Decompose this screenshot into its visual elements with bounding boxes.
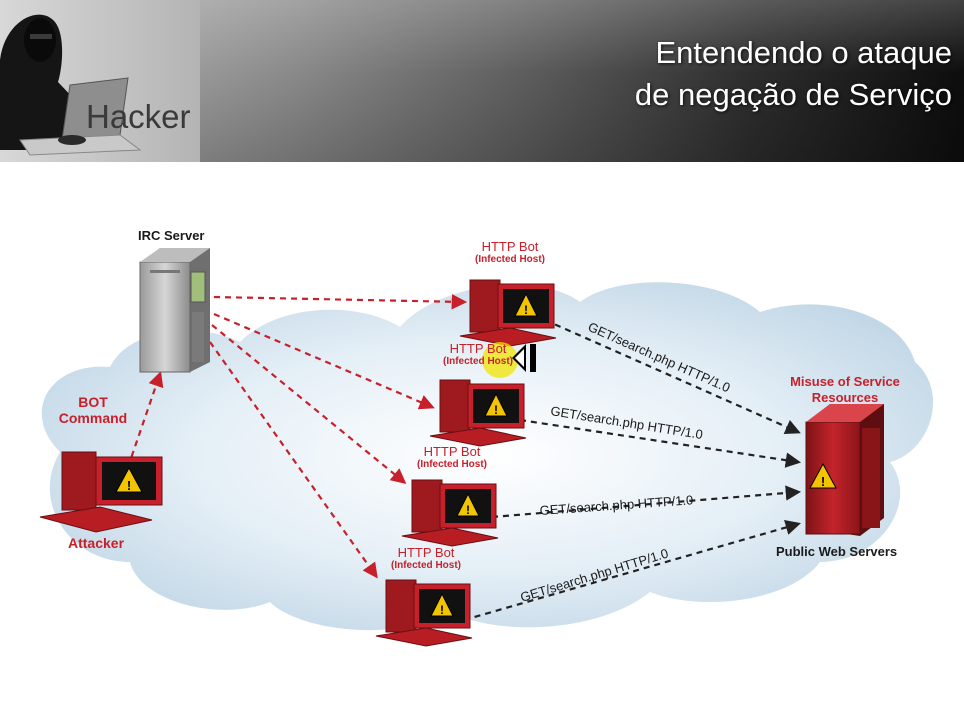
bot4-to-web-arrow: [463, 520, 801, 622]
attacker-computer-icon: !: [39, 451, 163, 533]
request-arrows: [463, 318, 802, 622]
irc-to-bot1-arrow: [213, 294, 468, 310]
bot-label-1: HTTP Bot (Infected Host): [450, 240, 570, 266]
bot-command-line-1: BOT: [78, 394, 108, 410]
hacker-head: [24, 18, 56, 62]
bot-label-3: HTTP Bot (Infected Host): [392, 445, 512, 471]
svg-text:!: !: [466, 503, 470, 517]
bot-name-1: HTTP Bot: [481, 239, 539, 254]
cursor-icon: [512, 344, 536, 372]
slide-title: Entendendo o ataque de negação de Serviç…: [432, 32, 952, 116]
bot-computer-icon-1: !: [459, 279, 557, 347]
irc-to-bot4-arrow: [209, 341, 378, 579]
hacker-hand: [58, 135, 86, 145]
irc-to-bot3-arrow: [211, 324, 407, 484]
svg-text:!: !: [440, 603, 444, 617]
attacker-label: Attacker: [68, 535, 125, 551]
bot-command-label: BOT Command: [50, 394, 136, 426]
bot3-to-web-arrow: [491, 485, 802, 519]
bot-computer-icon-2: !: [429, 379, 527, 447]
bot-computer-icon-3: !: [401, 479, 499, 547]
bot-name-4: HTTP Bot: [397, 545, 455, 560]
bot-sub-1: (Infected Host): [475, 254, 545, 265]
irc-server-icon: [139, 248, 210, 373]
irc-server-label: IRC Server: [138, 228, 205, 243]
svg-text:!: !: [127, 478, 131, 493]
mask-eyes: [30, 34, 52, 39]
ddos-diagram: ! ! ! !: [0, 162, 964, 720]
laptop-base: [19, 134, 142, 156]
attacker-to-irc-arrow: [126, 371, 164, 468]
bot-name-2: HTTP Bot: [449, 341, 507, 356]
bot-sub-3: (Infected Host): [417, 459, 487, 470]
svg-text:!: !: [494, 403, 498, 417]
header-banner: Hacker Entendendo o ataque de negação de…: [0, 0, 964, 162]
misuse-label: Misuse of Service Resources: [770, 374, 920, 406]
bot2-to-web-arrow: [519, 418, 802, 468]
misuse-label-line-1: Misuse of Service: [790, 374, 900, 389]
command-arrows: [126, 294, 468, 579]
bot-computer-icon-4: !: [375, 579, 473, 647]
diagram-canvas: ! ! ! !: [39, 248, 934, 647]
public-web-servers-label: Public Web Servers: [776, 544, 898, 559]
bot-sub-2: (Infected Host): [443, 356, 513, 367]
bot1-to-web-arrow: [544, 318, 801, 435]
pointer-highlight: [482, 342, 518, 378]
bot-name-3: HTTP Bot: [423, 444, 481, 459]
bot-sub-4: (Infected Host): [391, 560, 461, 571]
slide-title-line-1: Entendendo o ataque: [655, 35, 953, 70]
svg-text:!: !: [821, 474, 825, 489]
bot-label-4: HTTP Bot (Infected Host): [366, 546, 486, 572]
bot-command-line-2: Command: [58, 410, 128, 426]
bot-label-2: HTTP Bot (Infected Host): [418, 342, 538, 368]
hacker-illustration: [0, 0, 200, 162]
hacker-label: Hacker: [86, 98, 191, 135]
slide-title-line-2: de negação de Serviço: [634, 77, 952, 112]
svg-text:!: !: [524, 303, 528, 317]
web-server-icon: !: [805, 404, 884, 536]
misuse-label-line-2: Resources: [811, 390, 879, 405]
